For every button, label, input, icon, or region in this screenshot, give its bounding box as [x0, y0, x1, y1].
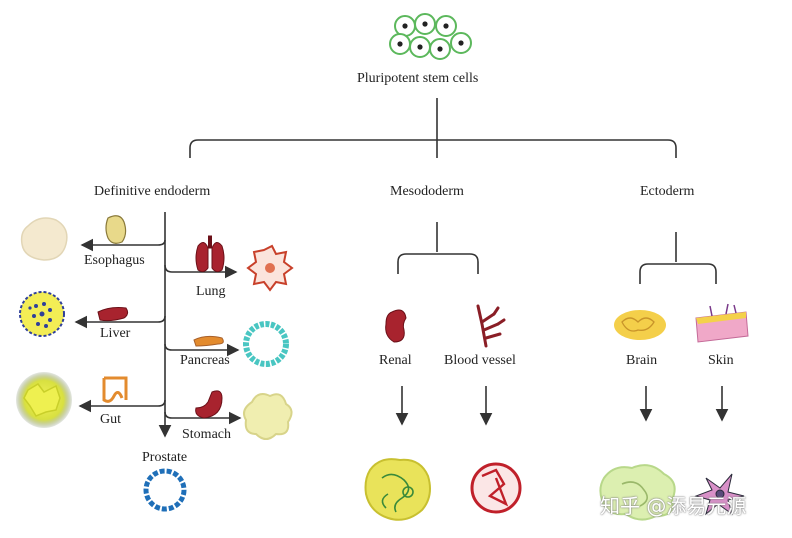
stomach-label: Stomach [182, 427, 231, 442]
brain-organ-icon [614, 310, 666, 340]
esophagus-organ-icon [105, 215, 127, 244]
stomach-cell-icon [243, 393, 293, 440]
definitive-endoderm-label: Definitive endoderm [94, 184, 211, 199]
gut-cell-icon [16, 372, 72, 428]
top-tree-lines [189, 98, 677, 158]
mesoderm-tree-lines [395, 222, 493, 426]
blood-vessel-cell-icon [470, 462, 522, 514]
liver-label: Liver [100, 326, 131, 341]
esophagus-cell-icon [20, 217, 68, 261]
lung-label: Lung [196, 284, 226, 299]
blood-vessel-organ-icon [476, 304, 506, 348]
pancreas-organ-icon [193, 335, 224, 347]
ectoderm-label: Ectoderm [640, 184, 695, 199]
pancreas-label: Pancreas [180, 353, 230, 368]
endoderm-tree-lines [74, 212, 242, 438]
mesoderm-label: Mesododerm [390, 184, 464, 199]
renal-cell-icon [364, 458, 431, 521]
brain-cell-icon [599, 464, 676, 521]
prostate-cell-icon [143, 468, 187, 512]
skin-cell-icon [694, 473, 745, 516]
pancreas-cell-icon [243, 321, 289, 367]
liver-cell-icon [19, 291, 65, 337]
blood-vessel-label: Blood vessel [444, 353, 516, 368]
liver-organ-icon [97, 307, 129, 322]
brain-label: Brain [626, 353, 658, 368]
skin-organ-icon [695, 303, 749, 343]
watermark: 知乎 @添易元源 [600, 494, 747, 518]
ectoderm-tree-lines [639, 232, 729, 422]
lung-organ-icon [195, 235, 225, 273]
esophagus-label: Esophagus [84, 253, 145, 268]
kidney-organ-icon [385, 309, 407, 343]
pluripotent-stem-cells-label: Pluripotent stem cells [357, 71, 479, 86]
gut-label: Gut [100, 412, 121, 427]
prostate-label: Prostate [142, 450, 188, 465]
stem-cells-icon [389, 13, 472, 60]
stomach-organ-icon [195, 390, 223, 419]
skin-label: Skin [708, 353, 734, 368]
renal-label: Renal [379, 353, 412, 368]
lung-cell-icon [246, 244, 294, 292]
gut-organ-icon [102, 376, 128, 403]
